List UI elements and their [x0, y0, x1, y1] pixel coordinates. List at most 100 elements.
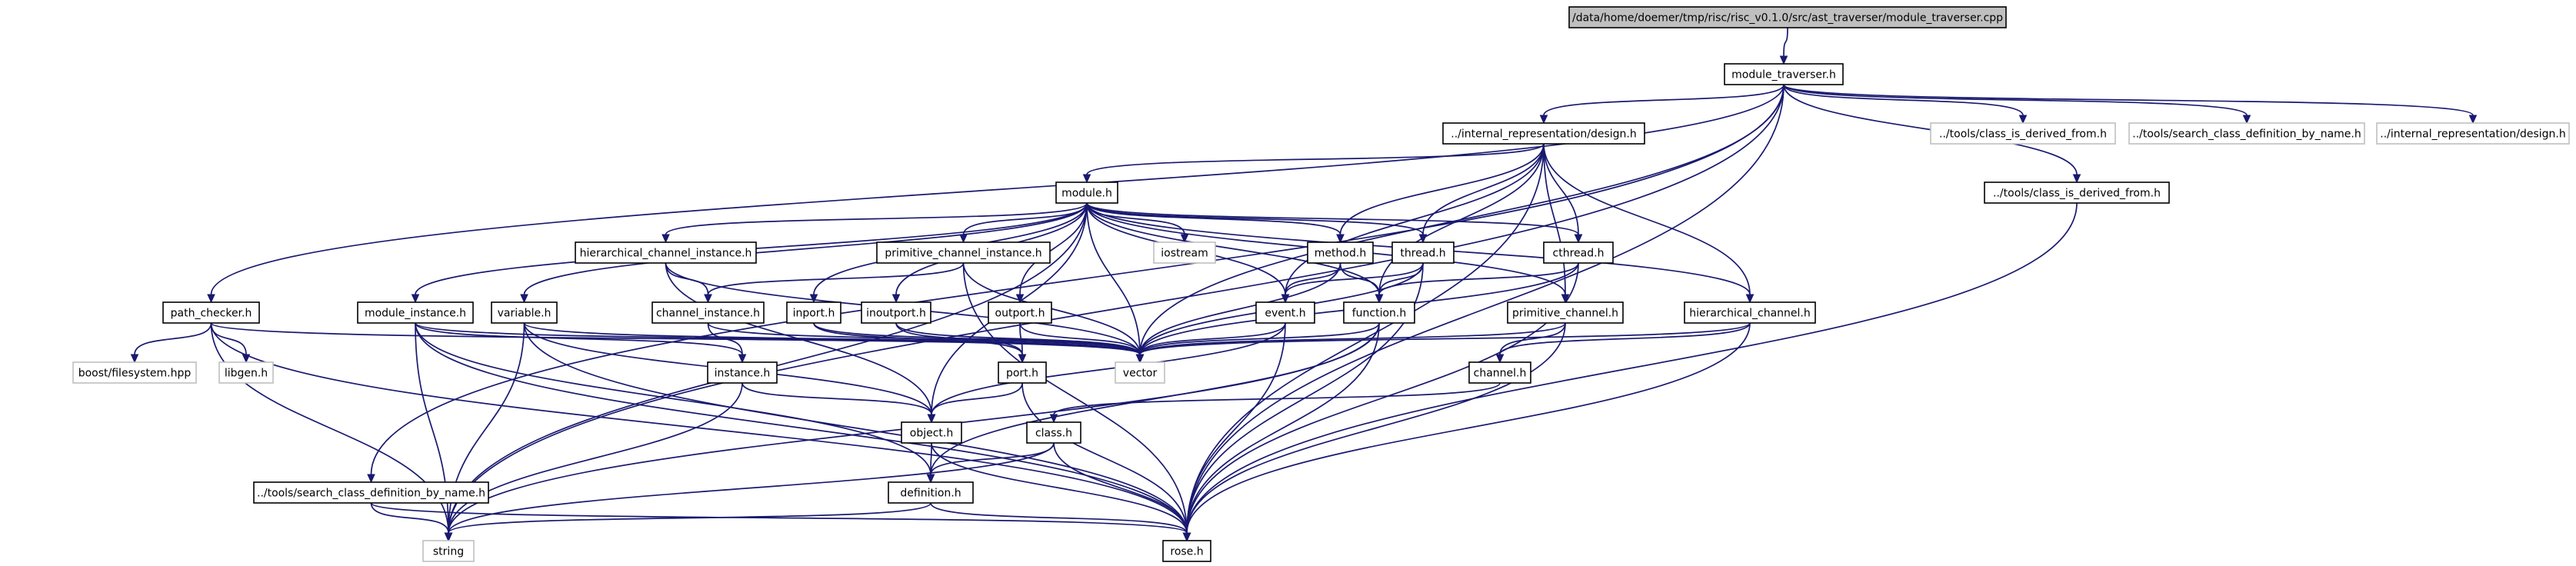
node-label: string: [433, 546, 464, 558]
edge-module_h-to-cthread_h: [1086, 202, 1583, 244]
node-module-instance-h[interactable]: module_instance.h: [357, 301, 474, 324]
node-class-h[interactable]: class.h: [1026, 421, 1081, 444]
edge-module_h-to-prim_chan_inst_h: [959, 202, 1088, 244]
node-definition-h[interactable]: definition.h: [888, 481, 974, 504]
node-label: ../tools/class_is_derived_from.h: [1993, 188, 2161, 200]
node-label: ../internal_representation/design.h: [1451, 128, 1637, 141]
node-prim-chan-h[interactable]: primitive_channel.h: [1507, 301, 1624, 324]
node-design-ext: ../internal_representation/design.h: [2376, 122, 2570, 145]
node-search-class-h[interactable]: ../tools/search_class_definition_by_name…: [253, 481, 489, 504]
node-label: thread.h: [1400, 248, 1445, 260]
edge-object_h-to-definition_h: [926, 442, 935, 484]
node-label: instance.h: [715, 368, 771, 380]
node-rose-h[interactable]: rose.h: [1162, 540, 1211, 562]
edge-module_instance_h-to-string: [415, 322, 453, 542]
edge-module_h-to-thread_h: [1086, 202, 1428, 244]
node-class-is-derived-h[interactable]: ../tools/class_is_derived_from.h: [1984, 181, 2170, 204]
edge-hier_chan_h-to-rose_h: [1182, 322, 1751, 542]
edge-module_h-to-variable_h: [520, 202, 1088, 304]
node-label: ../tools/search_class_definition_by_name…: [2132, 128, 2361, 141]
node-label: class.h: [1035, 428, 1072, 440]
node-hier-chan-inst-h[interactable]: hierarchical_channel_instance.h: [575, 241, 757, 264]
edge-root-to-module_traverser_h: [1779, 27, 1788, 65]
node-prim-chan-inst-h[interactable]: primitive_channel_instance.h: [876, 241, 1051, 264]
edges-layer: [130, 27, 2478, 542]
node-method-h[interactable]: method.h: [1307, 241, 1374, 264]
node-label: method.h: [1315, 248, 1366, 260]
node-module-h[interactable]: module.h: [1055, 181, 1118, 204]
edge-path_checker_h-to-boost_fs: [130, 322, 212, 364]
node-label: iostream: [1161, 248, 1208, 260]
node-iostream: iostream: [1153, 241, 1216, 264]
node-label: outport.h: [995, 308, 1045, 320]
node-label: inport.h: [793, 308, 835, 320]
node-object-h[interactable]: object.h: [901, 421, 962, 444]
node-label: ../tools/search_class_definition_by_name…: [257, 488, 485, 500]
edge-chan_inst_h-to-instance_h: [707, 322, 747, 364]
node-inoutport-h[interactable]: inoutport.h: [861, 301, 931, 324]
edge-module_instance_h-to-instance_h: [415, 322, 747, 364]
edge-module_traverser_h-to-search_class_h: [367, 84, 1785, 484]
edge-definition_h-to-string: [444, 502, 931, 542]
node-label: boost/filesystem.hpp: [78, 368, 192, 380]
node-label: primitive_channel.h: [1512, 308, 1618, 320]
edge-design_h-to-module_h: [1082, 143, 1545, 184]
node-label: module_instance.h: [365, 308, 466, 320]
edge-instance_h-to-object_h: [741, 382, 936, 424]
node-label: vector: [1123, 368, 1158, 380]
edge-hier_chan_h-to-vector: [1135, 322, 1751, 364]
node-label: hierarchical_channel.h: [1689, 308, 1811, 320]
node-variable-h[interactable]: variable.h: [491, 301, 558, 324]
node-label: libgen.h: [225, 368, 268, 380]
edge-thread_h-to-event_h: [1281, 262, 1424, 304]
node-label: object.h: [910, 428, 953, 440]
node-module-traverser-h[interactable]: module_traverser.h: [1724, 63, 1844, 85]
edge-module_traverser_h-to-design_h: [1539, 84, 1785, 125]
node-instance-h[interactable]: instance.h: [707, 361, 778, 384]
node-label: event.h: [1265, 308, 1305, 320]
nodes-layer: /data/home/doemer/tmp/risc/risc_v0.1.0/s…: [72, 6, 2570, 562]
edge-hier_chan_h-to-channel_h: [1495, 322, 1751, 364]
node-cthread-h[interactable]: cthread.h: [1543, 241, 1614, 264]
node-thread-h[interactable]: thread.h: [1391, 241, 1455, 264]
edge-module_traverser_h-to-search_class_ext: [1783, 84, 2251, 125]
edge-prim_chan_h-to-rose_h: [1182, 322, 1566, 542]
node-label: port.h: [1006, 368, 1038, 380]
node-outport-h[interactable]: outport.h: [988, 301, 1052, 324]
node-search-class-ext: ../tools/search_class_definition_by_name…: [2128, 122, 2365, 145]
node-channel-h[interactable]: channel.h: [1468, 361, 1531, 384]
node-label: path_checker.h: [171, 308, 252, 320]
edge-search_class_h-to-string: [370, 502, 453, 542]
node-label: channel_instance.h: [656, 308, 760, 320]
node-label: ../internal_representation/design.h: [2380, 128, 2566, 141]
node-vector: vector: [1115, 361, 1165, 384]
node-function-h[interactable]: function.h: [1343, 301, 1415, 324]
node-root[interactable]: /data/home/doemer/tmp/risc/risc_v0.1.0/s…: [1568, 6, 2007, 28]
edge-module_h-to-hier_chan_inst_h: [661, 202, 1088, 244]
node-event-h[interactable]: event.h: [1255, 301, 1315, 324]
node-label: definition.h: [900, 488, 961, 500]
node-label: module.h: [1061, 188, 1112, 200]
edge-path_checker_h-to-libgen: [210, 322, 251, 364]
node-inport-h[interactable]: inport.h: [786, 301, 841, 324]
edge-module_instance_h-to-definition_h: [415, 322, 935, 484]
node-label: ../tools/class_is_derived_from.h: [1939, 128, 2107, 141]
edge-cthread_h-to-function_h: [1375, 262, 1579, 304]
node-hier-chan-h[interactable]: hierarchical_channel.h: [1684, 301, 1816, 324]
edge-port_h-to-object_h: [927, 382, 1023, 424]
node-path-checker-h[interactable]: path_checker.h: [162, 301, 260, 324]
edge-module_h-to-method_h: [1086, 202, 1345, 244]
edge-search_class_h-to-rose_h: [370, 502, 1191, 542]
node-design-h[interactable]: ../internal_representation/design.h: [1442, 122, 1645, 145]
node-label: cthread.h: [1553, 248, 1605, 260]
edge-module_traverser_h-to-path_checker_h: [207, 84, 1785, 304]
edge-module_h-to-outport_h: [1015, 202, 1088, 304]
edge-variable_h-to-string: [444, 322, 525, 542]
node-string: string: [422, 540, 475, 562]
node-chan-inst-h[interactable]: channel_instance.h: [651, 301, 765, 324]
node-port-h[interactable]: port.h: [998, 361, 1047, 384]
edge-design_h-to-cthread_h: [1543, 143, 1583, 244]
edge-design_h-to-hier_chan_h: [1543, 143, 1755, 304]
edge-design_h-to-thread_h: [1418, 143, 1545, 244]
